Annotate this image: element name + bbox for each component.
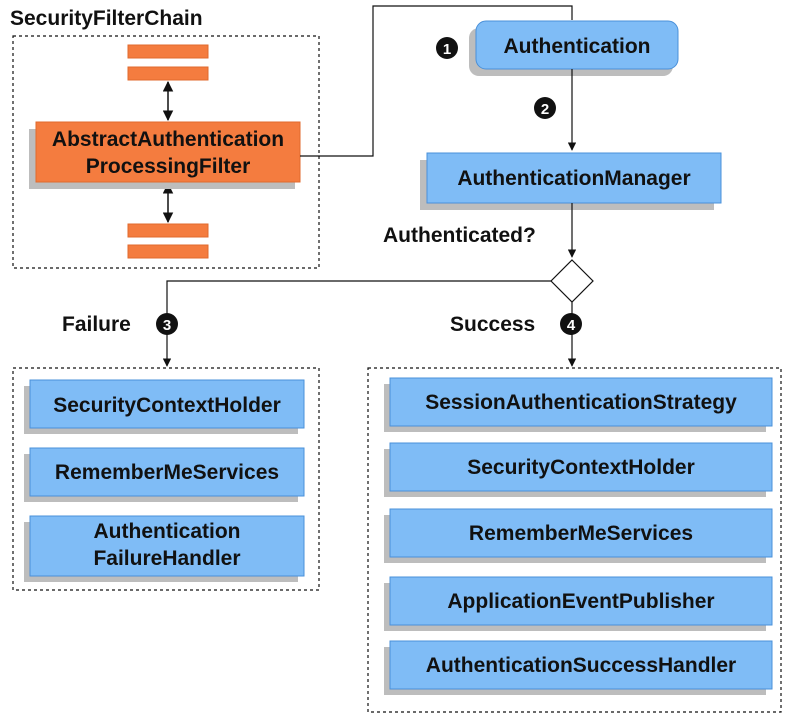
step-1-badge — [436, 37, 458, 59]
step-2-number: 2 — [541, 101, 549, 118]
success-group — [367, 367, 782, 713]
filter-bar-top-2 — [127, 66, 209, 81]
processing-filter-label-line2: ProcessingFilter — [86, 155, 251, 178]
filter-chain-group — [12, 35, 320, 269]
failure-security-context-holder-label: SecurityContextHolder — [53, 394, 281, 417]
step-3-badge — [156, 313, 178, 335]
filter-to-authentication-connector — [300, 5, 573, 157]
filter-chain-title: SecurityFilterChain — [10, 7, 203, 30]
failure-handler-label-line1: Authentication — [94, 520, 241, 543]
success-session-authentication-strategy-box — [389, 377, 773, 427]
success-remember-me-services-label: RememberMeServices — [469, 522, 693, 545]
step-1-number: 1 — [443, 41, 451, 58]
failure-label: Failure — [62, 313, 131, 336]
success-security-context-holder-label: SecurityContextHolder — [467, 456, 695, 479]
step-4-number: 4 — [567, 317, 576, 334]
step-4-badge — [560, 313, 582, 335]
processing-filter-label-line1: AbstractAuthentication — [52, 128, 284, 151]
success-session-authentication-strategy-label: SessionAuthenticationStrategy — [425, 391, 737, 414]
authentication-label: Authentication — [504, 35, 651, 58]
filter-bar-top-1 — [127, 44, 209, 59]
failure-group — [12, 367, 320, 591]
success-authentication-success-handler-label: AuthenticationSuccessHandler — [426, 654, 736, 677]
failure-handler-box — [29, 515, 305, 577]
success-application-event-publisher-label: ApplicationEventPublisher — [447, 590, 714, 613]
failure-security-context-holder-box — [29, 379, 305, 429]
failure-remember-me-services-box — [29, 447, 305, 497]
success-label: Success — [450, 313, 535, 336]
step-3-number: 3 — [163, 317, 171, 334]
decision-question: Authenticated? — [383, 224, 536, 247]
step-2-badge — [534, 97, 556, 119]
failure-handler-label-line2: FailureHandler — [93, 547, 240, 570]
filter-bar-bottom-2 — [127, 244, 209, 259]
success-security-context-holder-box — [389, 442, 773, 492]
success-remember-me-services-box — [389, 508, 773, 558]
processing-filter-box — [35, 121, 301, 183]
decision-diamond — [550, 259, 594, 303]
filter-bar-bottom-1 — [127, 223, 209, 238]
manager-label: AuthenticationManager — [457, 167, 690, 190]
success-application-event-publisher-box — [389, 576, 773, 626]
manager-box — [426, 152, 722, 204]
failure-branch-arrow — [162, 280, 551, 367]
authentication-box — [475, 20, 679, 70]
failure-remember-me-services-label: RememberMeServices — [55, 461, 279, 484]
success-authentication-success-handler-box — [389, 640, 773, 690]
